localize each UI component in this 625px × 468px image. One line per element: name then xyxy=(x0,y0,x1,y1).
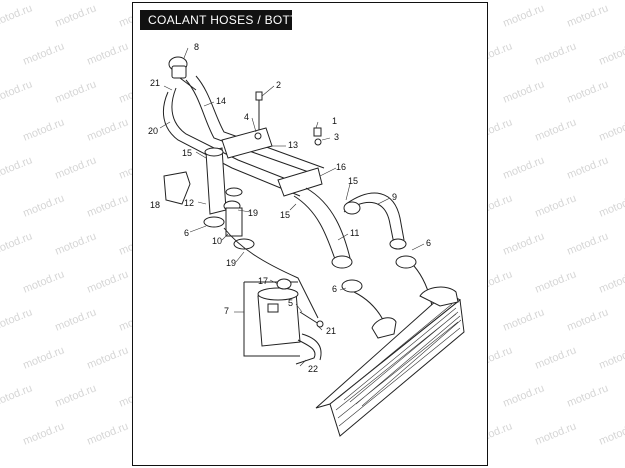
diagram-frame xyxy=(132,2,488,466)
callout-20: 20 xyxy=(148,126,158,136)
clamp-lower xyxy=(341,279,363,293)
clamp-11 xyxy=(331,255,353,269)
callout-13: 13 xyxy=(288,140,298,150)
callout-12: 12 xyxy=(184,198,194,208)
callout-19-bottom: 19 xyxy=(226,258,236,268)
radiator xyxy=(315,286,465,437)
filler-neck xyxy=(168,56,197,91)
callout-7: 7 xyxy=(224,306,229,316)
callout-10: 10 xyxy=(212,236,222,246)
callout-6-right: 6 xyxy=(426,238,431,248)
overflow-hose xyxy=(295,333,322,365)
shroud xyxy=(163,171,191,205)
callout-15-left: 15 xyxy=(182,148,192,158)
callout-6-lower: 6 xyxy=(332,284,337,294)
screws xyxy=(254,91,322,146)
hose-clamps-left xyxy=(203,187,255,250)
diagram-title: COALANT HOSES / BOTTLE xyxy=(140,10,313,30)
callout-2: 2 xyxy=(276,80,281,90)
callout-17: 17 xyxy=(258,276,268,286)
clamp-right xyxy=(395,255,417,269)
callout-6-left: 6 xyxy=(184,228,189,238)
leader-lines xyxy=(159,47,425,367)
callout-19-top: 19 xyxy=(248,208,258,218)
callout-numbers: 8 21 2 14 4 1 20 3 13 15 16 15 12 9 18 1… xyxy=(148,42,431,374)
hose-vertical xyxy=(204,147,227,215)
callout-14: 14 xyxy=(216,96,226,106)
callout-15-right: 15 xyxy=(348,176,358,186)
callout-21-bottom: 21 xyxy=(326,326,336,336)
callout-9: 9 xyxy=(392,192,397,202)
hose-lower xyxy=(293,187,351,263)
callout-11: 11 xyxy=(350,228,359,238)
callout-4: 4 xyxy=(244,112,249,122)
callout-22: 22 xyxy=(308,364,318,374)
callout-1: 1 xyxy=(332,116,337,126)
callout-3: 3 xyxy=(334,132,339,142)
callout-15-mid: 15 xyxy=(280,210,290,220)
callout-5: 5 xyxy=(288,298,293,308)
callout-16: 16 xyxy=(336,162,346,172)
callout-21-top: 21 xyxy=(150,78,160,88)
callout-8: 8 xyxy=(194,42,199,52)
callout-18: 18 xyxy=(150,200,160,210)
coolant-bottle-group xyxy=(243,278,301,357)
